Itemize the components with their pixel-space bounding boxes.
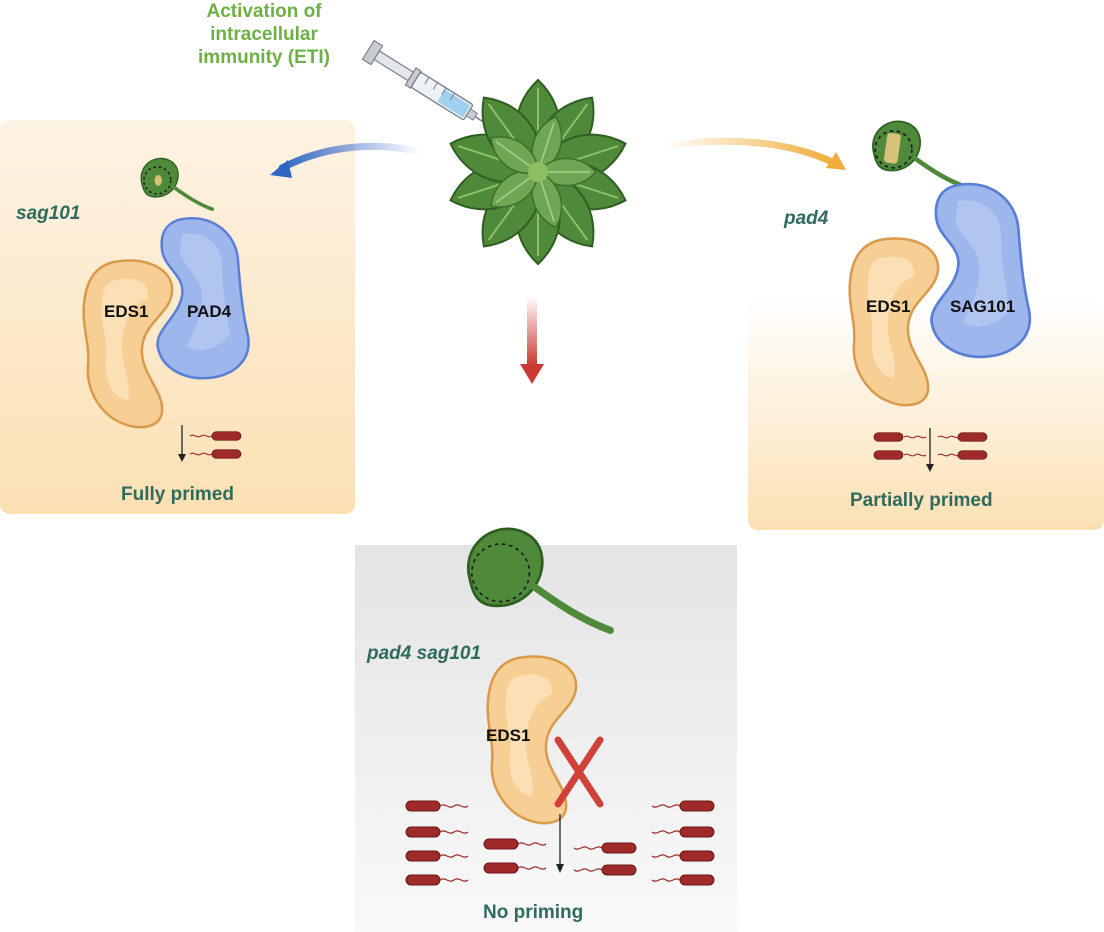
protein-label-eds1-right: EDS1 — [866, 297, 911, 316]
outcome-label-right: Partially primed — [850, 490, 993, 511]
cross-icon — [554, 736, 604, 808]
protein-label-eds1-left: EDS1 — [104, 302, 149, 321]
bacterium-icon — [873, 432, 988, 460]
panel-right-background — [748, 300, 1104, 530]
leaf-icon — [139, 156, 214, 211]
genotype-label-bottom: pad4 sag101 — [367, 643, 482, 664]
outcome-label-left: Fully primed — [121, 484, 234, 505]
signal-arrow — [926, 428, 934, 472]
outcome-label-bottom: No priming — [483, 902, 584, 923]
signal-arrow — [556, 814, 564, 873]
bacterium-icon — [189, 431, 242, 459]
title-line-2: intracellular — [210, 24, 318, 45]
sag101-protein — [930, 182, 1032, 359]
arrow-to-right-panel — [661, 137, 846, 170]
title-line-3: immunity (ETI) — [198, 47, 330, 68]
genotype-label-right: pad4 — [784, 208, 829, 229]
protein-label-pad4: PAD4 — [187, 302, 232, 321]
genotype-label-left: sag101 — [16, 203, 81, 224]
title-line-1: Activation of — [206, 1, 322, 22]
leaf-icon — [468, 529, 610, 631]
arrow-to-bottom-panel — [520, 296, 544, 384]
protein-label-eds1-bottom: EDS1 — [486, 726, 531, 745]
plant-rosette-icon — [442, 79, 634, 265]
protein-label-sag101: SAG101 — [950, 297, 1016, 316]
leaf-icon — [873, 121, 964, 186]
syringe-icon — [361, 39, 491, 127]
signal-arrow — [178, 425, 186, 462]
arrow-to-left-panel — [270, 142, 424, 178]
diagram-title: Activation of intracellular immunity (ET… — [186, 0, 342, 69]
